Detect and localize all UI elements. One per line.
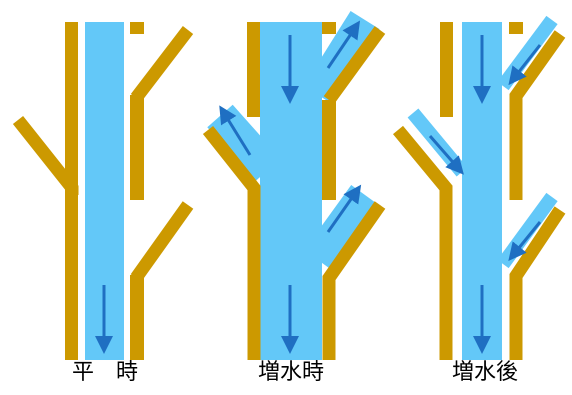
left-outflow-arrow [428, 135, 464, 175]
right-bank-middle [130, 95, 144, 200]
lower-right-tributary-bank-flood [322, 201, 386, 360]
label-after: 増水後 [451, 360, 518, 385]
panel-after [392, 15, 566, 360]
right-bank-top-stub-flood [322, 22, 336, 34]
lower-right-inflow-arrow [326, 184, 362, 233]
upper-right-outflow-arrow [508, 44, 542, 86]
label-flood: 増水時 [257, 360, 324, 385]
right-bank-top-stub-after [509, 22, 523, 34]
left-bank-with-tributary-after [392, 125, 453, 360]
left-bank-upper [247, 22, 260, 117]
lower-right-tributary-water [304, 185, 379, 270]
left-inflow-arrow [219, 105, 252, 156]
left-tributary-bank [12, 115, 79, 195]
upper-right-tributary-bank-flood [323, 26, 386, 104]
right-bank-bottom [130, 275, 144, 360]
lower-right-tributary-bank [130, 201, 194, 282]
upper-right-inflow-arrow [326, 20, 361, 69]
left-bank-upper-after [440, 22, 453, 117]
lower-right-outflow-arrow [508, 221, 542, 261]
label-normal: 平 時 [71, 360, 138, 385]
panel-normal [12, 22, 194, 360]
left-bank-with-tributary [202, 125, 261, 360]
right-bank-middle-after [509, 30, 566, 200]
panel-flood [202, 10, 386, 360]
upper-right-tributary-bank [130, 26, 194, 102]
right-bank-bottom-after [509, 206, 566, 360]
right-bank-segment [322, 100, 336, 200]
right-bank-top-stub [130, 22, 144, 34]
